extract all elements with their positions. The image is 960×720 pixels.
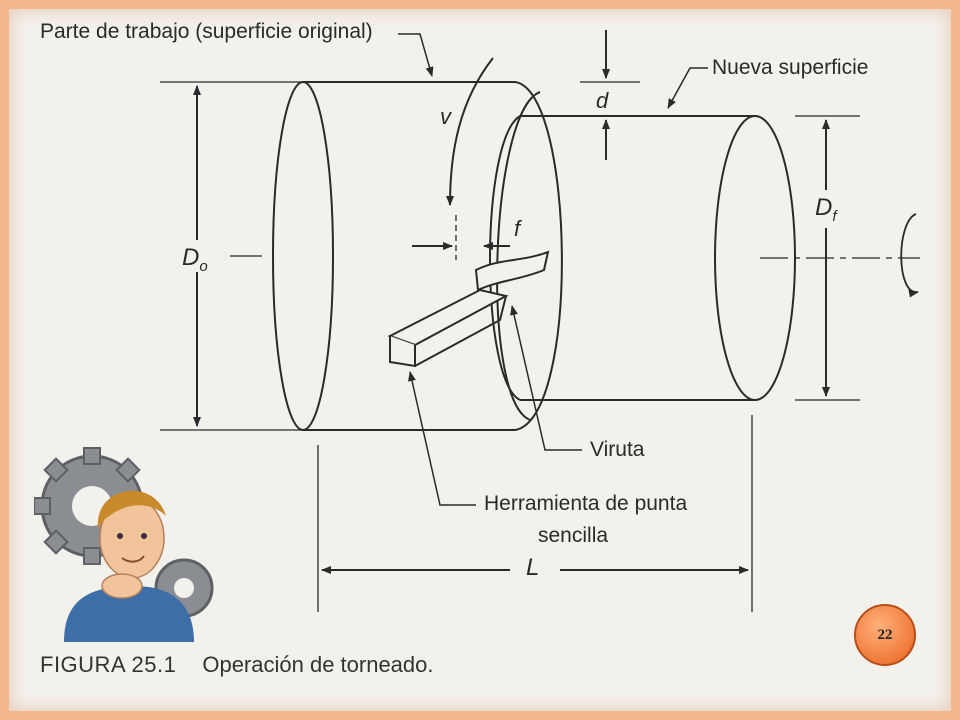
velocity-label: v (440, 104, 451, 129)
figure-caption-text: Operación de torneado. (202, 652, 434, 677)
figure-number: FIGURA 25.1 (40, 652, 177, 677)
figure-caption: FIGURA 25.1 Operación de torneado. (40, 652, 434, 678)
workpiece-label: Parte de trabajo (superficie original) (40, 20, 373, 43)
rotation-arrow-icon (900, 213, 919, 298)
length-label: L (526, 554, 540, 581)
thinking-man-with-gears-icon (34, 447, 214, 642)
feed-label: f (514, 216, 521, 241)
tool-label-line1: Herramienta de punta (484, 492, 688, 515)
cutting-tool (387, 288, 509, 347)
tool-label-line2: sencilla (538, 524, 609, 547)
page-number-badge: 22 (854, 604, 916, 666)
page-number: 22 (877, 626, 893, 643)
depth-label: d (596, 88, 609, 113)
chip-label: Viruta (590, 438, 645, 461)
original-diameter-label: Do (182, 244, 208, 275)
final-diameter-label: Df (815, 194, 837, 225)
chip (474, 250, 550, 292)
new-surface-label: Nueva superficie (712, 56, 869, 79)
